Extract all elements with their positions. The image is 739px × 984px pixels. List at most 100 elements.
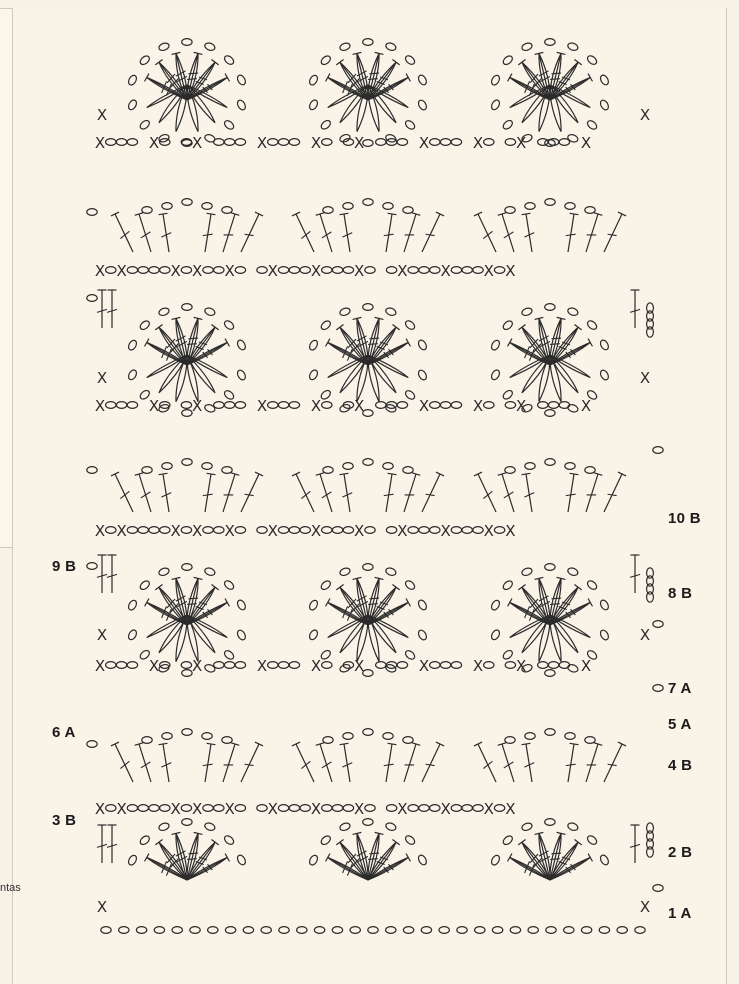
chain-stitch-symbol [182, 304, 192, 311]
stitch-cross-bar [551, 338, 561, 339]
chain-stitch-symbol [322, 267, 332, 274]
chain-stitch-symbol [158, 567, 170, 577]
chain-stitch-symbol [521, 567, 533, 577]
chain-stitch-symbol [162, 203, 172, 210]
double-crochet-symbol [386, 474, 392, 512]
chain-stitch-symbol [525, 463, 535, 470]
chain-stitch-symbol [182, 819, 192, 826]
chain-stitch-symbol [182, 199, 192, 206]
chain-stitch-symbol [127, 599, 138, 611]
chain-stitch-symbol [494, 527, 504, 534]
stitch-cross-bar [188, 853, 198, 854]
chain-stitch-symbol [149, 267, 159, 274]
chain-stitch-symbol [545, 304, 555, 311]
chain-stitch-symbol [182, 670, 192, 677]
double-crochet-symbol [526, 474, 532, 512]
chain-stitch-symbol [599, 599, 610, 611]
chain-stitch-symbol [127, 527, 137, 534]
double-crochet-symbol [568, 744, 574, 782]
chain-stitch-symbol [439, 927, 449, 934]
chain-stitch-symbol [278, 402, 288, 409]
single-crochet-symbol: X [311, 657, 321, 675]
chain-stitch-symbol [308, 339, 319, 351]
chain-stitch-symbol [430, 139, 440, 146]
chain-stitch-symbol [647, 592, 654, 602]
stitch-top-bar [145, 339, 149, 347]
chain-stitch-symbol [440, 139, 450, 146]
chain-stitch-symbol [586, 119, 598, 131]
chain-stitch-symbol [363, 564, 373, 571]
chain-stitch-symbol [385, 307, 397, 317]
chain-stitch-symbol [403, 737, 413, 744]
chain-stitch-symbol [376, 402, 386, 409]
chain-stitch-symbol [139, 319, 151, 331]
stitch-cross-bar [141, 762, 151, 768]
chain-stitch-symbol [451, 402, 461, 409]
chain-stitch-symbol [528, 927, 538, 934]
chain-stitch-symbol [386, 267, 396, 274]
chain-stitch-symbol [214, 805, 224, 812]
chain-stitch-symbol [502, 579, 514, 591]
chain-stitch-symbol [490, 599, 501, 611]
stitch-top-bar [588, 339, 592, 347]
chain-stitch-symbol [181, 527, 191, 534]
single-crochet-symbol: X [311, 262, 321, 280]
chain-stitch-symbol [278, 139, 288, 146]
chain-stitch-symbol [647, 327, 654, 337]
chain-stitch-symbol [332, 527, 342, 534]
stitch-cross-bar [245, 494, 254, 495]
chain-stitch-symbol [567, 663, 579, 673]
chain-stitch-symbol [385, 42, 397, 52]
single-crochet-symbol: X [224, 800, 234, 818]
chain-stitch-symbol [208, 927, 218, 934]
stitch-cross-bar [322, 762, 332, 768]
chain-stitch-symbol [417, 854, 428, 866]
double-crochet-symbol [404, 744, 416, 782]
chain-stitch-symbol [224, 402, 234, 409]
chain-stitch-symbol [545, 670, 555, 677]
chain-stitch-symbol [417, 99, 428, 111]
single-crochet-symbol: X [257, 134, 267, 152]
chain-stitch-symbol [473, 527, 483, 534]
stitch-cross-bar [187, 859, 197, 860]
double-crochet-symbol [586, 744, 598, 782]
chain-stitch-symbol [138, 267, 148, 274]
chain-stitch-symbol [190, 927, 200, 934]
chain-stitch-symbol [440, 662, 450, 669]
chain-stitch-symbol [235, 402, 245, 409]
chain-stitch-symbol [365, 267, 375, 274]
single-crochet-symbol: X [516, 397, 526, 415]
double-crochet-symbol [223, 214, 235, 252]
stitch-cross-bar [187, 79, 197, 80]
stitch-top-bar [388, 743, 397, 744]
chain-stitch-symbol [236, 339, 247, 351]
double-crochet-symbol [586, 474, 598, 512]
chain-stitch-symbol [585, 737, 595, 744]
chain-stitch-symbol [289, 527, 299, 534]
double-crochet-symbol [586, 214, 598, 252]
stitch-cross-bar [187, 604, 197, 605]
chain-stitch-symbol [343, 805, 353, 812]
chain-stitch-symbol [492, 927, 502, 934]
double-crochet-symbol [422, 744, 440, 782]
stitch-top-bar [588, 854, 592, 862]
stitch-top-bar [207, 473, 216, 474]
chain-stitch-symbol [320, 54, 332, 66]
single-crochet-symbol: X [354, 657, 364, 675]
chain-stitch-symbol [383, 463, 393, 470]
single-crochet-symbol: X [170, 522, 180, 540]
chain-stitch-symbol [339, 567, 351, 577]
chain-stitch-symbol [87, 741, 97, 748]
chain-stitch-symbol [119, 927, 129, 934]
chain-stitch-symbol [158, 822, 170, 832]
chain-stitch-symbol [343, 267, 353, 274]
double-crochet-symbol [241, 214, 259, 252]
stitch-cross-bar [120, 491, 129, 498]
double-crochet-symbol [478, 214, 496, 252]
chain-stitch-symbol [236, 629, 247, 641]
double-crochet-symbol [386, 214, 392, 252]
chain-stitch-symbol [204, 822, 216, 832]
chain-stitch-symbol [565, 733, 575, 740]
chain-stitch-symbol [408, 527, 418, 534]
